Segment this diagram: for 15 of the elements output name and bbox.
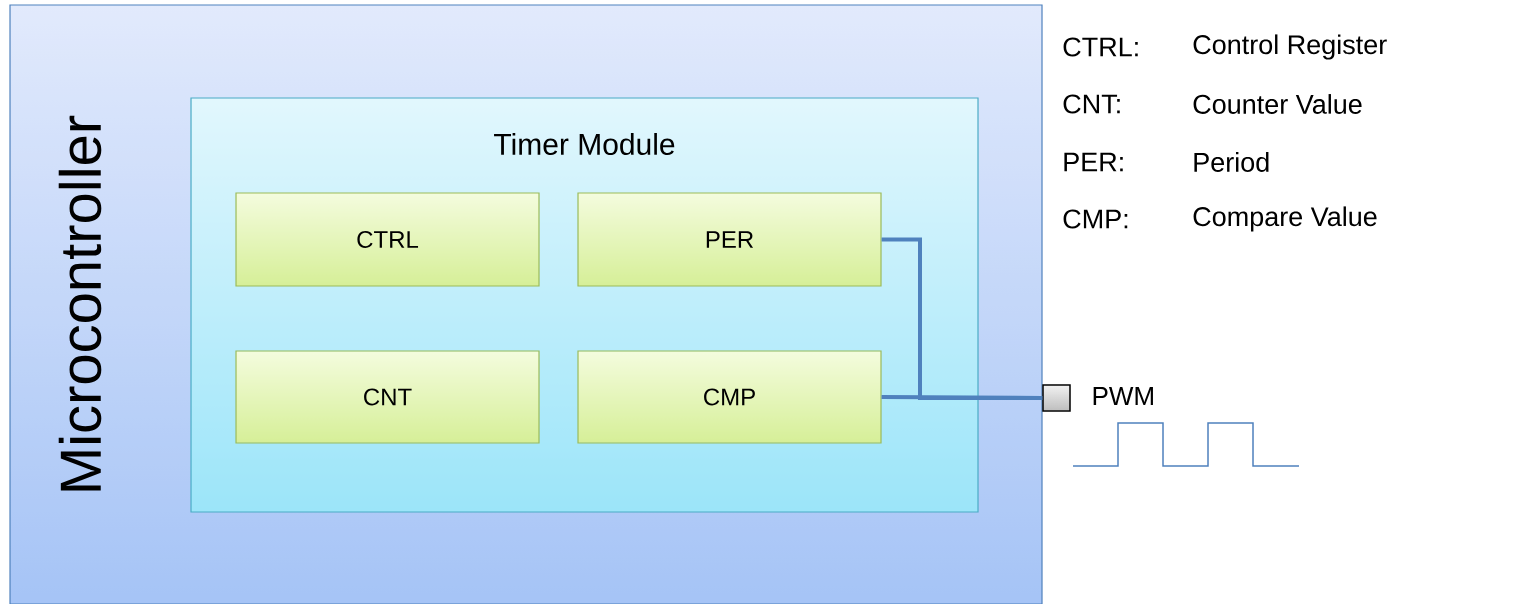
output-pin xyxy=(1042,384,1071,412)
abbreviation: CMP: xyxy=(1063,209,1128,229)
definition: Control Register xyxy=(1193,34,1387,60)
definition: Compare Value xyxy=(1193,206,1377,232)
abbreviation: CNT: xyxy=(1063,94,1120,114)
register-box: PER xyxy=(577,192,882,287)
register-box: CTRL xyxy=(235,192,540,287)
register-box: CMP xyxy=(577,350,882,444)
connector-line xyxy=(881,395,1043,400)
definition: Counter Value xyxy=(1193,94,1362,114)
abbreviation: CTRL: xyxy=(1063,37,1138,57)
definition: Period xyxy=(1194,152,1269,172)
pin-label: PWM xyxy=(1093,387,1153,405)
abbreviation: PER: xyxy=(1064,152,1123,172)
register-box: CNT xyxy=(235,350,540,444)
